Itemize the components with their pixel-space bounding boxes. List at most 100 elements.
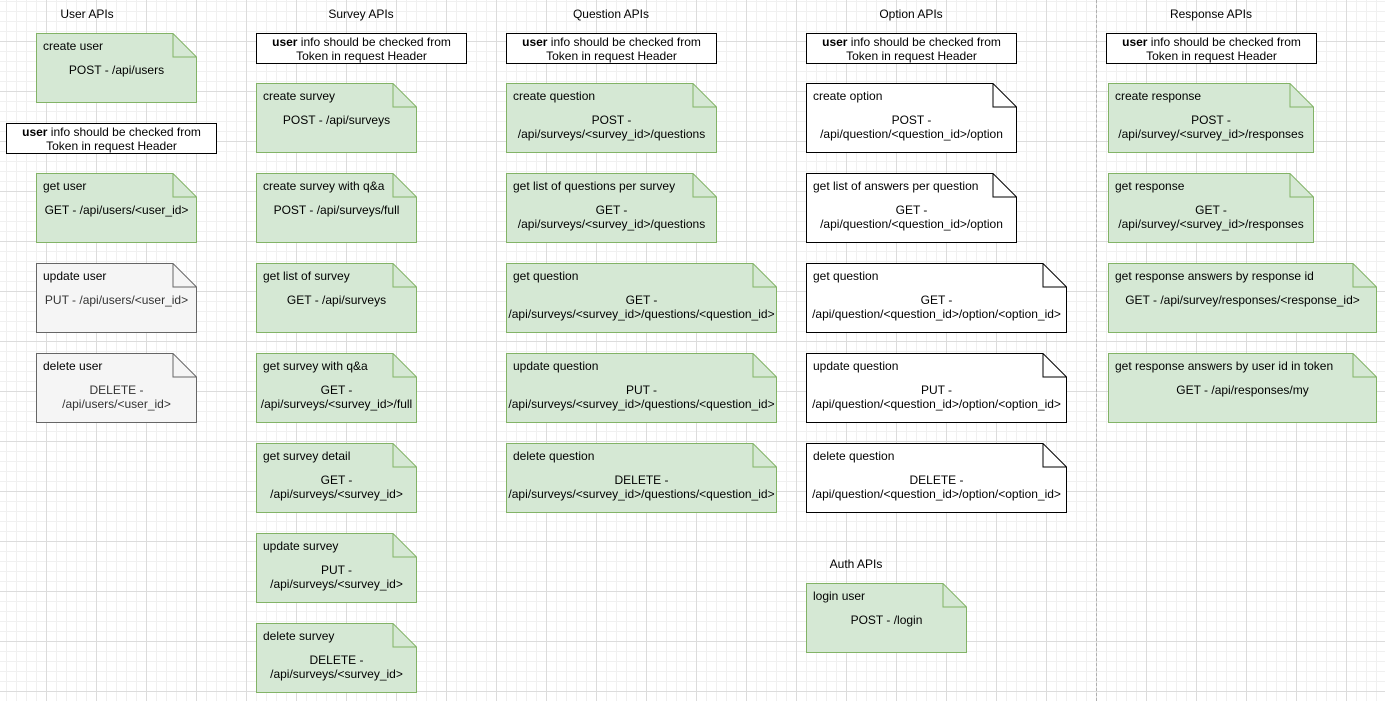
note-shape [506,83,717,153]
note-body [256,83,417,153]
api-note-login-user[interactable]: login user POST - /login [806,583,967,653]
note-shape [36,353,197,423]
note-body [506,263,777,333]
note-shape [256,533,417,603]
api-note-get-response[interactable]: get response GET - /api/survey/<survey_i… [1108,173,1314,243]
api-note-get-question[interactable]: get question GET - /api/surveys/<survey_… [506,263,777,333]
note-title: get response answers by response id [1115,269,1314,283]
note-body [506,173,717,243]
api-note-get-response-answers-by-id[interactable]: get response answers by response id GET … [1108,263,1377,333]
note-shape [806,443,1067,513]
note-title: create survey [263,89,336,103]
note-fold [752,263,777,288]
token-info-box[interactable]: user info should be checked from Token i… [6,123,217,154]
api-note-delete-option[interactable]: delete question DELETE - /api/question/<… [806,443,1067,513]
api-note-create-response[interactable]: create response POST - /api/survey/<surv… [1108,83,1314,153]
api-note-create-question[interactable]: create question POST - /api/surveys/<sur… [506,83,717,153]
note-body [806,173,1017,243]
api-note-create-survey[interactable]: create survey POST - /api/surveys [256,83,417,153]
api-note-delete-user[interactable]: delete user DELETE - /api/users/<user_id… [36,353,197,423]
api-note-get-list-of-survey[interactable]: get list of survey GET - /api/surveys [256,263,417,333]
token-info-box[interactable]: user info should be checked from Token i… [256,33,467,64]
note-body [1108,353,1377,423]
token-info-box[interactable]: user info should be checked from Token i… [806,33,1017,64]
note-body [36,173,197,243]
note-fold [992,173,1017,198]
token-info-box[interactable]: user info should be checked from Token i… [506,33,717,64]
info-line2: Token in request Header [296,49,427,63]
note-shape [36,263,197,333]
note-shape [506,443,777,513]
note-endpoint: DELETE - /api/surveys/<survey_id>/questi… [508,473,775,501]
note-title: delete survey [263,629,335,643]
info-bold-word: user [1122,35,1148,49]
note-endpoint: POST - /login [850,613,923,627]
note-endpoint: GET - /api/users/<user_id> [44,203,189,217]
note-body [506,353,777,423]
note-body [506,83,717,153]
note-endpoint: DELETE - /api/question/<question_id>/opt… [812,473,1061,501]
note-shape [806,353,1067,423]
note-fold [692,173,717,198]
note-endpoint: GET - /api/surveys/<survey_id>/questions [517,203,706,231]
note-shape [256,623,417,693]
note-shape [256,83,417,153]
note-shape [36,33,197,103]
note-title: create user [43,39,104,53]
api-note-create-survey-with-qa[interactable]: create survey with q&a POST - /api/surve… [256,173,417,243]
note-endpoint: GET - /api/surveys/<survey_id> [270,473,403,501]
info-line2: Token in request Header [546,49,677,63]
api-note-update-user[interactable]: update user PUT - /api/users/<user_id> [36,263,197,333]
note-body [1108,173,1314,243]
note-fold [942,583,967,608]
note-shape [1108,263,1377,333]
note-fold [992,83,1017,108]
note-body [806,263,1067,333]
note-shape [1108,83,1314,153]
note-title: delete question [813,449,895,463]
note-fold [1042,443,1067,468]
note-body [256,173,417,243]
note-body [256,533,417,603]
api-note-get-response-answers-by-token[interactable]: get response answers by user id in token… [1108,353,1377,423]
column-title-question-apis: Question APIs [572,7,650,21]
note-endpoint: GET - /api/question/<question_id>/option… [812,293,1061,321]
api-note-update-question[interactable]: update question PUT - /api/surveys/<surv… [506,353,777,423]
note-body [806,353,1067,423]
note-body [806,583,967,653]
note-title: update question [813,359,899,373]
note-endpoint: GET - /api/question/<question_id>/option [820,203,1003,231]
api-note-get-survey-with-qa[interactable]: get survey with q&a GET - /api/surveys/<… [256,353,417,423]
note-fold [392,263,417,288]
api-note-update-survey[interactable]: update survey PUT - /api/surveys/<survey… [256,533,417,603]
api-note-delete-question[interactable]: delete question DELETE - /api/surveys/<s… [506,443,777,513]
note-fold [172,33,197,58]
api-note-update-option[interactable]: update question PUT - /api/question/<que… [806,353,1067,423]
note-shape [506,353,777,423]
note-title: delete user [43,359,103,373]
note-body [256,353,417,423]
info-line1: info should be checked from [1147,35,1301,49]
note-fold [172,263,197,288]
note-endpoint: POST - /api/users [68,63,165,77]
note-shape [806,263,1067,333]
note-title: update survey [263,539,339,553]
note-fold [1042,353,1067,378]
api-note-get-survey-detail[interactable]: get survey detail GET - /api/surveys/<su… [256,443,417,513]
note-fold [392,533,417,558]
api-note-get-list-of-answers[interactable]: get list of answers per question GET - /… [806,173,1017,243]
note-fold [172,353,197,378]
info-line1: info should be checked from [297,35,451,49]
note-title: get response answers by user id in token [1115,359,1334,373]
note-body [256,443,417,513]
api-note-get-user[interactable]: get user GET - /api/users/<user_id> [36,173,197,243]
api-note-get-option[interactable]: get question GET - /api/question/<questi… [806,263,1067,333]
api-note-create-option[interactable]: create option POST - /api/question/<ques… [806,83,1017,153]
api-note-delete-survey[interactable]: delete survey DELETE - /api/surveys/<sur… [256,623,417,693]
api-note-get-list-of-questions[interactable]: get list of questions per survey GET - /… [506,173,717,243]
note-shape [256,353,417,423]
note-body [1108,263,1377,333]
api-note-create-user[interactable]: create user POST - /api/users [36,33,197,103]
token-info-box[interactable]: user info should be checked from Token i… [1106,33,1317,64]
note-shape [806,83,1017,153]
